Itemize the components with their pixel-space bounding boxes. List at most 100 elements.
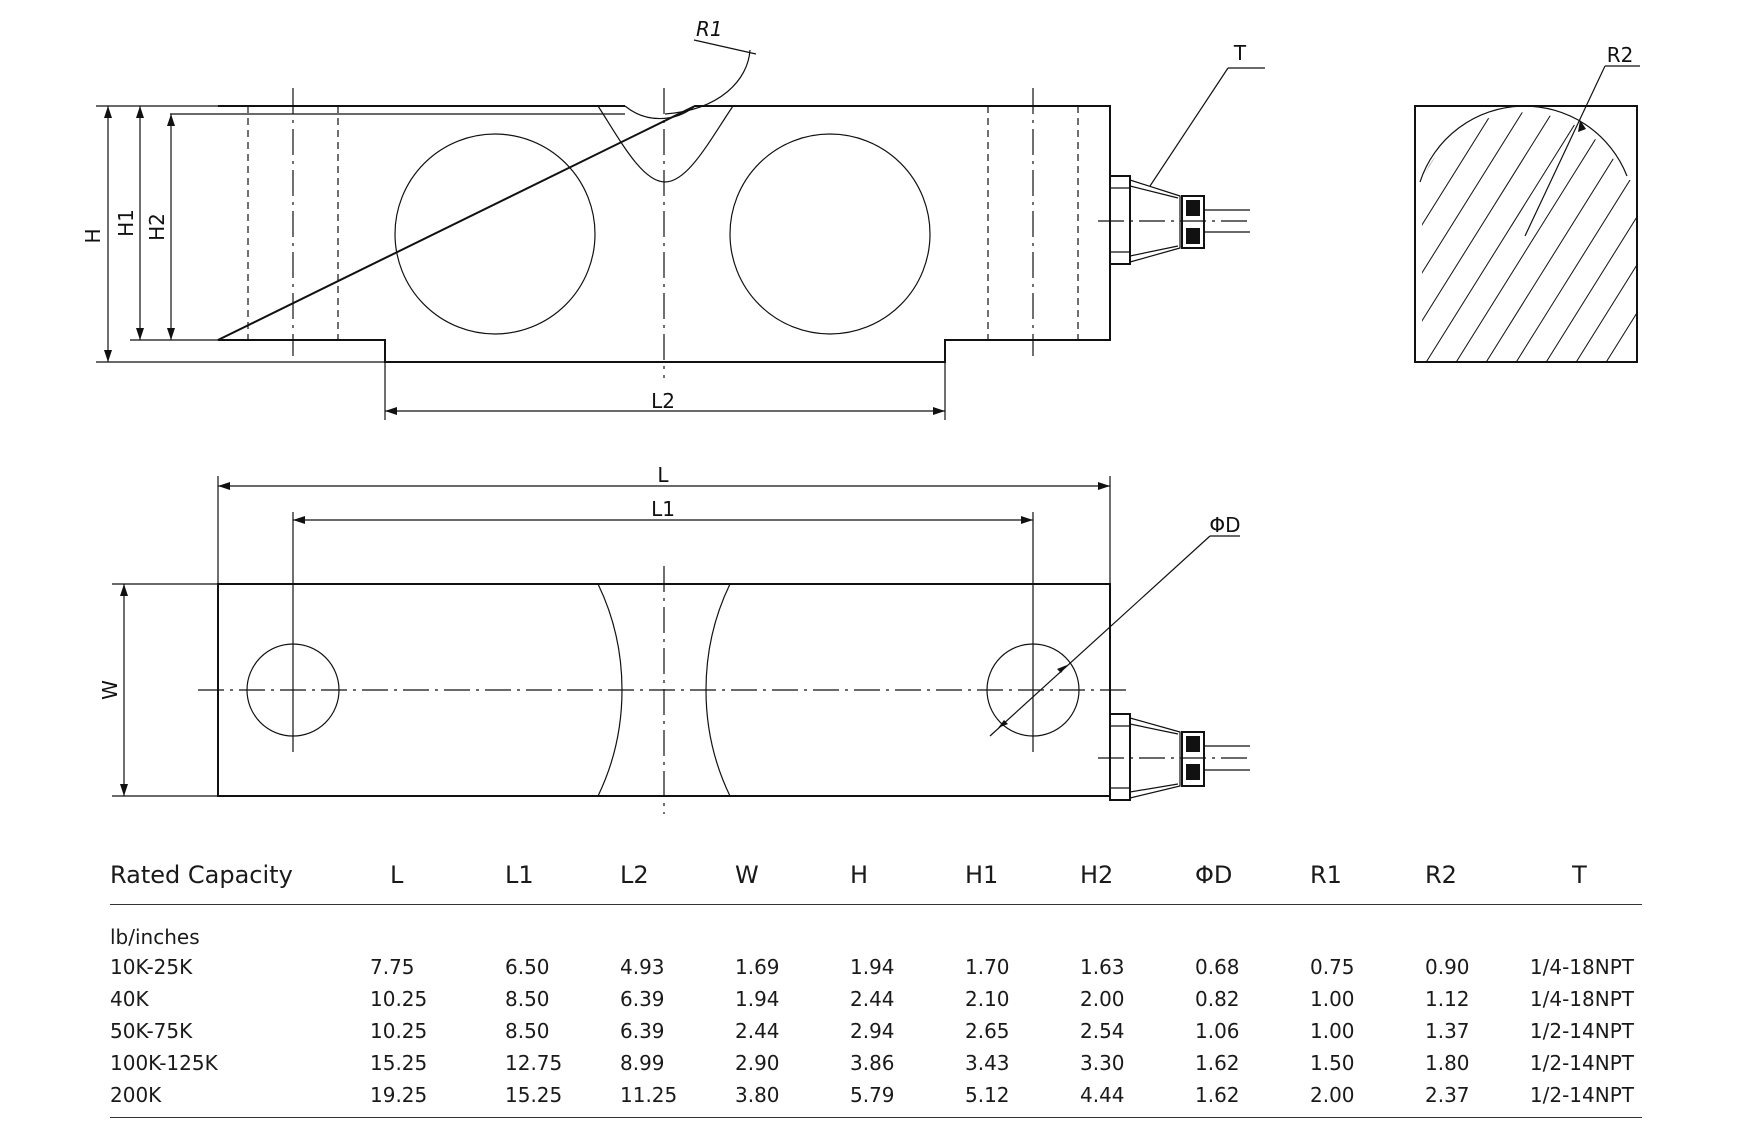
table-row: 100K-125K 15.25 12.75 8.99 2.90 3.86 3.4… — [110, 1047, 1642, 1079]
specification-table: Rated Capacity L L1 L2 W H H1 H2 ΦD R1 R… — [110, 850, 1642, 1118]
table-cell: 100K-125K — [110, 1051, 218, 1075]
table-cell: 0.90 — [1425, 955, 1470, 979]
r2-profile — [1419, 105, 1628, 183]
table-cell: 1/2-14NPT — [1529, 1019, 1634, 1043]
table-cell: 1/4-18NPT — [1529, 987, 1634, 1011]
table-cell: 2.54 — [1080, 1019, 1125, 1043]
table-cell: 1/2-14NPT — [1525, 1079, 1642, 1118]
table-cell: 2.94 — [850, 1019, 895, 1043]
table-cell: 3.80 — [735, 1079, 850, 1118]
table-cell: 1/2-14NPT — [1529, 1051, 1634, 1075]
col-header-r1: R1 — [1310, 850, 1425, 905]
table-cell: 6.50 — [505, 955, 550, 979]
table-cell: 4.44 — [1080, 1079, 1195, 1118]
front-view: H H1 H2 L2 R1 T — [81, 17, 1265, 420]
table-cell: 2.44 — [850, 987, 895, 1011]
table-cell: 19.25 — [370, 1079, 505, 1118]
unit-label: lb/inches — [110, 925, 200, 949]
table-cell: 200K — [110, 1079, 370, 1118]
table-cell: 6.39 — [620, 1019, 665, 1043]
label-l2: L2 — [651, 389, 675, 413]
col-header-rated-capacity: Rated Capacity — [110, 850, 370, 905]
d-leader — [989, 535, 1211, 737]
label-h1: H1 — [114, 209, 138, 237]
table-cell: 1.70 — [965, 955, 1010, 979]
label-l1: L1 — [651, 497, 675, 521]
col-header-t: T — [1525, 850, 1642, 905]
table-cell: 2.90 — [735, 1051, 780, 1075]
table-cell: 10.25 — [370, 1019, 428, 1043]
r2-leader — [1524, 65, 1606, 237]
table-cell: 15.25 — [505, 1079, 620, 1118]
table-cell: 7.75 — [370, 955, 415, 979]
col-header-h: H — [850, 850, 965, 905]
label-d: ΦD — [1209, 513, 1240, 537]
col-header-h1: H1 — [965, 850, 1080, 905]
table-cell: 0.82 — [1195, 987, 1240, 1011]
table-cell: 5.79 — [850, 1079, 965, 1118]
table-cell: 50K-75K — [110, 1019, 193, 1043]
notch-profile — [597, 105, 734, 183]
table-cell: 1.12 — [1425, 987, 1470, 1011]
table-cell: 0.75 — [1310, 955, 1355, 979]
table-cell: 4.93 — [620, 955, 665, 979]
table-cell: 10K-25K — [110, 955, 193, 979]
table-cell: 1.00 — [1310, 1019, 1355, 1043]
label-r1: R1 — [696, 17, 723, 41]
table-cell: 1.62 — [1195, 1051, 1240, 1075]
table-row: 200K 19.25 15.25 11.25 3.80 5.79 5.12 4.… — [110, 1079, 1642, 1118]
table-cell: 2.44 — [735, 1019, 780, 1043]
table-cell: 2.00 — [1080, 987, 1125, 1011]
table-cell: 3.30 — [1080, 1051, 1125, 1075]
cable-connector-top — [1098, 175, 1252, 265]
table-cell: 1.62 — [1195, 1079, 1310, 1118]
table-cell: 1.00 — [1310, 987, 1355, 1011]
table-header-row: Rated Capacity L L1 L2 W H H1 H2 ΦD R1 R… — [110, 850, 1642, 905]
col-header-r2: R2 — [1425, 850, 1525, 905]
table-cell: 5.12 — [965, 1079, 1080, 1118]
table-cell: 2.37 — [1425, 1079, 1525, 1118]
col-header-l: L — [370, 850, 505, 905]
unit-row: lb/inches — [110, 905, 1642, 952]
table-row: 10K-25K 7.75 6.50 4.93 1.69 1.94 1.70 1.… — [110, 951, 1642, 983]
table-cell: 1.69 — [735, 955, 780, 979]
table-cell: 1.80 — [1425, 1051, 1470, 1075]
top-view: L L1 W ΦD — [98, 463, 1252, 814]
table-row: 50K-75K 10.25 8.50 6.39 2.44 2.94 2.65 2… — [110, 1015, 1642, 1047]
table-cell: 1/4-18NPT — [1529, 955, 1634, 979]
table-cell: 3.86 — [850, 1051, 895, 1075]
label-h2: H2 — [145, 213, 169, 241]
col-header-l1: L1 — [505, 850, 620, 905]
table-cell: 8.50 — [505, 1019, 550, 1043]
table-cell: 11.25 — [620, 1079, 735, 1118]
label-t: T — [1233, 41, 1247, 65]
table-cell: 8.50 — [505, 987, 550, 1011]
front-hole-left — [394, 133, 596, 335]
label-r2: R2 — [1607, 43, 1634, 67]
col-header-l2: L2 — [620, 850, 735, 905]
table-cell: 8.99 — [620, 1051, 665, 1075]
table-cell: 6.39 — [620, 987, 665, 1011]
table-cell: 0.68 — [1195, 955, 1240, 979]
col-header-h2: H2 — [1080, 850, 1195, 905]
col-header-d: ΦD — [1195, 850, 1310, 905]
table-cell: 15.25 — [370, 1051, 428, 1075]
label-h: H — [81, 228, 105, 243]
table-cell: 1.94 — [735, 987, 780, 1011]
cable-connector-bottom — [1098, 713, 1252, 801]
col-header-w: W — [735, 850, 850, 905]
label-w: W — [98, 680, 122, 700]
table-cell: 2.10 — [965, 987, 1010, 1011]
table-cell: 3.43 — [965, 1051, 1010, 1075]
label-l: L — [657, 463, 669, 487]
r1-arc — [624, 105, 696, 120]
r1-leader — [664, 49, 751, 115]
section-view: R2 — [1414, 43, 1640, 363]
table-cell: 1.37 — [1425, 1019, 1470, 1043]
table-row: 40K 10.25 8.50 6.39 1.94 2.44 2.10 2.00 … — [110, 983, 1642, 1015]
table-cell: 10.25 — [370, 987, 428, 1011]
front-hole-right — [729, 133, 931, 335]
section-hatching — [1422, 112, 1637, 362]
table-cell: 1.63 — [1080, 955, 1125, 979]
